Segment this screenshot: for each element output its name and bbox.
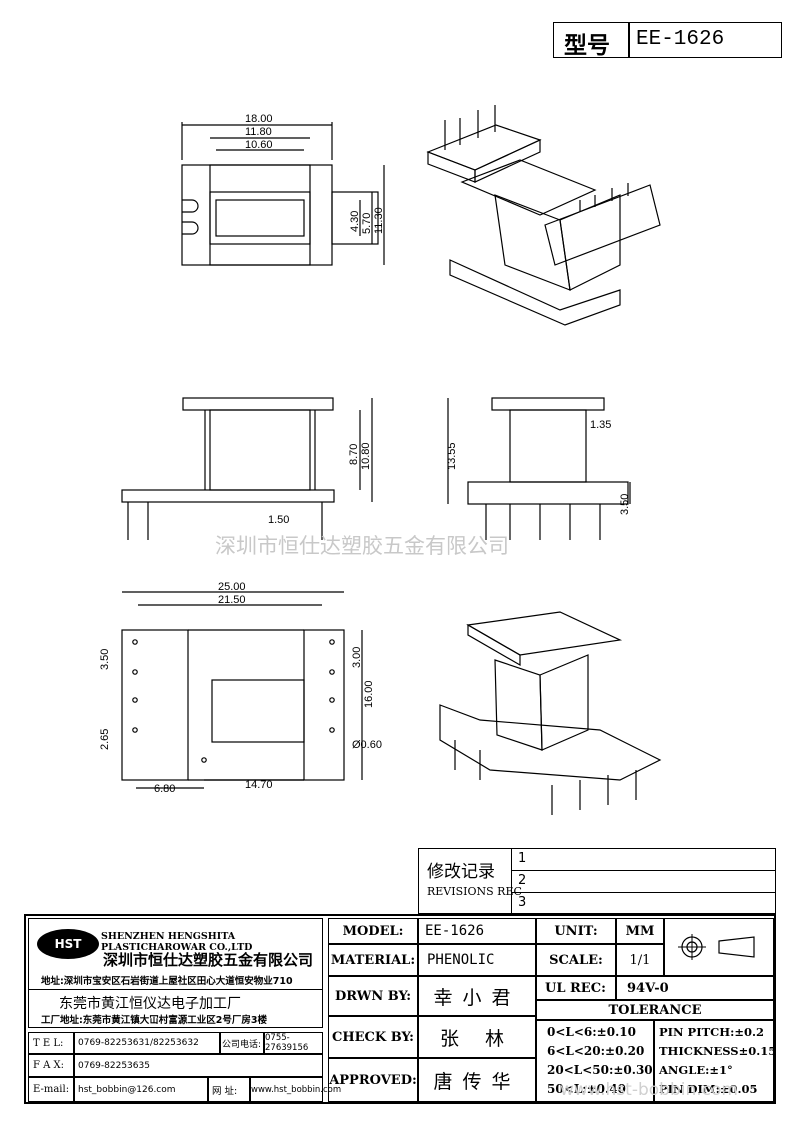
approved-row-label: APPROVED: (328, 1058, 418, 1102)
ulrec-value: 94V-0 (616, 976, 774, 1000)
bottom-view-outline (121, 591, 363, 789)
tel-value: 0769-82253631/82253632 (74, 1032, 220, 1054)
tol-0: 0<L<6:±0.10 (547, 1025, 636, 1039)
tel-label: T E L: (28, 1032, 74, 1054)
dim-p: 2.65 (99, 729, 111, 750)
title-block (24, 914, 776, 1104)
dim-g: 8.70 (348, 444, 360, 465)
watermark: 深圳市恒仕达塑胶五金有限公司 (215, 535, 509, 558)
contacts-grid: T E L: 0769-82253631/82253632 公司电话: 0755… (28, 1032, 341, 1102)
model-row-label: MODEL: (328, 918, 418, 944)
email-label: E-mail: (28, 1077, 74, 1102)
unit-grid: UNIT: MM SCALE: 1/1 UL REC: 94V-0 TOLERA… (536, 918, 776, 1102)
company-panel: HST SHENZHEN HENGSHITA PLASTICHAROWAR CO… (28, 918, 323, 1028)
scale-value: 1/1 (616, 944, 664, 976)
check-row-label: CHECK BY: (328, 1016, 418, 1058)
spec-grid: MODEL: EE-1626 MATERIAL: PHENOLIC DRWN B… (328, 918, 536, 1102)
dim-i: 1.50 (268, 514, 289, 526)
factory-name: 东莞市黄江恒仪达电子加工厂 (59, 996, 241, 1012)
dim-e: 5.70 (361, 213, 373, 234)
top-view-outline (181, 122, 385, 266)
iso-view-bottom (439, 611, 662, 815)
dim-o: 3.50 (99, 649, 111, 670)
factory-address: 工厂地址:东莞市黄江镇大冚村富源工业区2号厂房3楼 (41, 1015, 268, 1026)
dim-q: 3.00 (351, 647, 363, 668)
dim-t: 6.80 (154, 783, 175, 795)
header-box: 型号 EE-1626 (553, 22, 782, 59)
tol2-3: PIN DIM:±0.05 (659, 1082, 758, 1096)
tol2-0: PIN PITCH:±0.2 (659, 1025, 765, 1039)
company-phone-value: 0755-27639156 (264, 1032, 323, 1054)
dim-f: 11.30 (373, 207, 385, 234)
side-view-outline (121, 397, 373, 540)
projection-symbol (664, 918, 774, 976)
company-logo: HST (37, 929, 99, 959)
revisions-subtitle: REVISIONS REC (427, 885, 522, 898)
material-row-value: PHENOLIC (418, 944, 536, 976)
company-name-en: SHENZHEN HENGSHITA PLASTICHAROWAR CO.,LT… (101, 931, 253, 953)
tol-1: 6<L<20:±0.20 (547, 1044, 645, 1058)
dim-c: 10.60 (245, 139, 273, 151)
dim-n: 21.50 (218, 594, 246, 606)
fax-value: 0769-82253635 (74, 1054, 323, 1077)
revisions-box: 修改记录 REVISIONS REC 1 2 3 (418, 848, 776, 914)
tolerance-label: TOLERANCE (536, 1000, 774, 1020)
fax-label: F A X: (28, 1054, 74, 1077)
dim-k: 1.35 (590, 419, 611, 431)
tolerance-list-2: PIN PITCH:±0.2 THICKNESS±0.15 ANGLE:±1° … (654, 1020, 777, 1102)
dim-r: 16.00 (363, 680, 375, 708)
iso-view-top (426, 105, 661, 326)
tolerance-list: 0<L<6:±0.10 6<L<20:±0.20 20<L<50:±0.30 5… (536, 1020, 654, 1102)
dim-h: 10.80 (360, 442, 372, 470)
tol-2: 20<L<50:±0.30 (547, 1063, 653, 1077)
scale-label: SCALE: (536, 944, 616, 976)
dim-u: 14.70 (245, 779, 273, 791)
dim-b: 11.80 (245, 126, 272, 138)
footer-watermark: www.hst-bobbin.com (560, 1080, 738, 1100)
approved-row-value: 唐传华 (418, 1058, 536, 1102)
dim-j: 13.55 (446, 442, 458, 470)
ulrec-label: UL REC: (536, 976, 616, 1000)
company-name-cn: 深圳市恒仕达塑胶五金有限公司 (103, 951, 314, 969)
model-label: 型号 (564, 33, 610, 59)
unit-value: MM (616, 918, 664, 944)
check-row-value: 张 林 (418, 1016, 536, 1058)
dim-d: 4.30 (349, 211, 361, 232)
tol-3: 50<L:±0.40 (547, 1082, 626, 1096)
drawn-row-value: 幸小君 (418, 976, 536, 1016)
end-view-outline (447, 397, 631, 540)
dim-s: Ø0.60 (352, 739, 382, 751)
web-value: www.hst_bobbin.com (250, 1077, 341, 1102)
revisions-title: 修改记录 (427, 862, 495, 882)
model-value: EE-1626 (636, 28, 725, 51)
model-row-value: EE-1626 (418, 918, 536, 944)
drawn-row-label: DRWN BY: (328, 976, 418, 1016)
email-value: hst_bobbin@126.com (74, 1077, 208, 1102)
rev-mark-2: 2 (518, 873, 527, 888)
tol2-2: ANGLE:±1° (659, 1063, 733, 1077)
company-address: 地址:深圳市宝安区石岩街道上屋社区田心大道恒安物业710 (41, 976, 293, 987)
header-divider (628, 23, 630, 57)
technical-drawing: 18.00 11.80 10.60 4.30 5.70 11.30 8.70 1… (99, 105, 662, 815)
dim-m: 25.00 (218, 581, 246, 593)
material-row-label: MATERIAL: (328, 944, 418, 976)
web-label: 网 址: (208, 1077, 250, 1102)
dim-a: 18.00 (245, 113, 273, 125)
company-phone-label: 公司电话: (220, 1032, 264, 1054)
tol2-1: THICKNESS±0.15 (659, 1044, 777, 1058)
dim-l: 3.50 (619, 494, 631, 515)
rev-mark-1: 1 (518, 851, 527, 866)
unit-label: UNIT: (536, 918, 616, 944)
rev-mark-3: 3 (518, 895, 527, 910)
projection-icon (678, 934, 755, 960)
